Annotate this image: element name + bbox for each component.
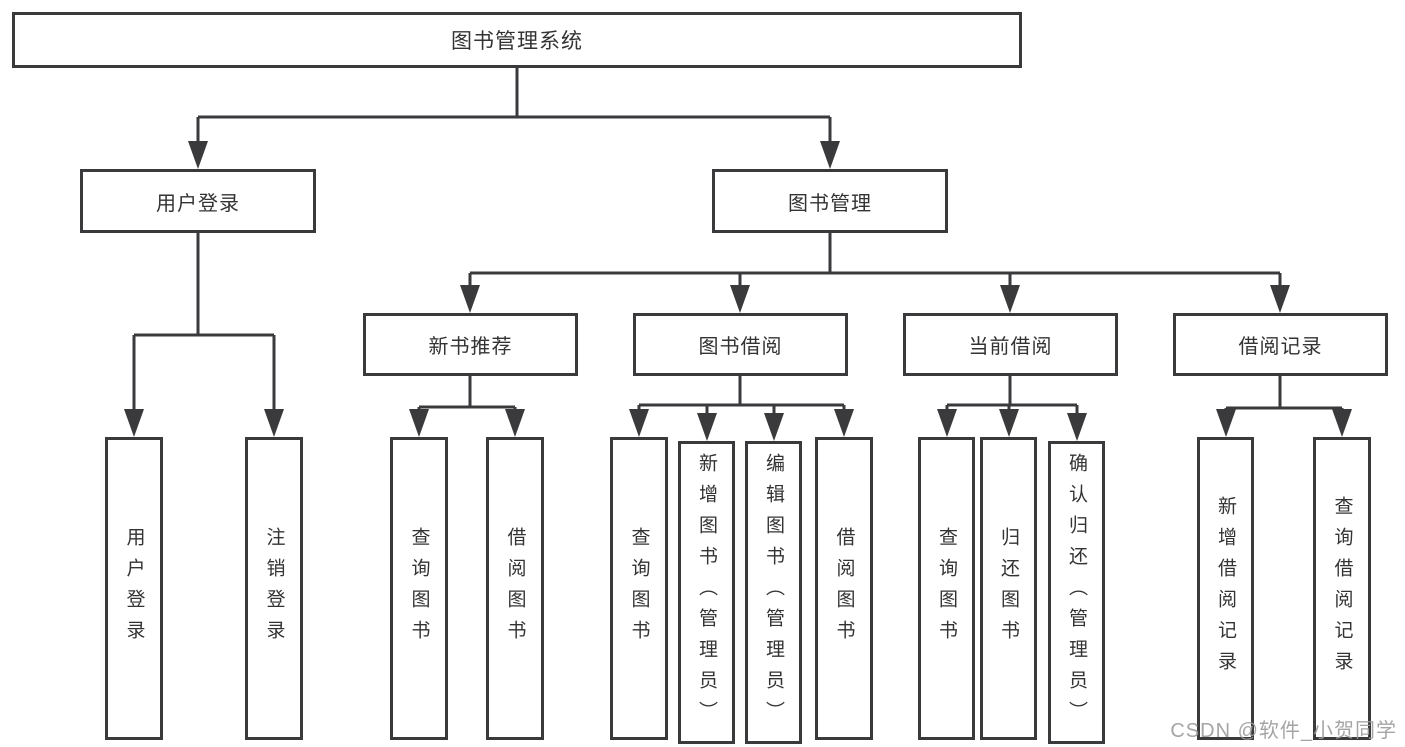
arrowhead-icon [697,413,717,441]
node-label: 确认归还（管理员） [1066,453,1087,732]
arrowhead-icon [1067,413,1087,441]
arrowhead-icon [730,285,750,313]
node-bb-borrow-books: 借阅图书 [815,437,873,740]
arrowhead-icon [764,413,784,441]
arrowhead-icon [1332,409,1352,437]
node-nb-borrow-books: 借阅图书 [486,437,544,740]
node-root: 图书管理系统 [12,12,1022,68]
arrowhead-icon [505,409,525,437]
node-label: 查询图书 [628,526,650,651]
node-book-mgmt: 图书管理 [712,169,948,233]
node-br-add-record: 新增借阅记录 [1197,437,1254,740]
arrowhead-icon [460,285,480,313]
arrowhead-icon [1216,409,1236,437]
node-bb-edit-books: 编辑图书（管理员） [745,441,802,744]
arrowhead-icon [820,141,840,169]
arrowhead-icon [1000,285,1020,313]
node-new-book-rec: 新书推荐 [363,313,578,376]
node-nb-query-books: 查询图书 [390,437,448,740]
arrowhead-icon [629,409,649,437]
node-label: 用户登录 [156,192,240,215]
node-cb-query-books: 查询图书 [918,437,975,740]
node-label: 借阅记录 [1238,336,1323,358]
node-book-borrow: 图书借阅 [633,313,848,376]
arrowhead-icon [188,141,208,169]
node-label: 查询图书 [936,526,957,651]
node-label: 新书推荐 [428,336,513,358]
node-logout-action: 注销登录 [245,437,303,740]
node-borrow-records: 借阅记录 [1173,313,1388,376]
watermark-text: CSDN @软件_小贺同学 [1170,720,1397,742]
node-label: 借阅图书 [833,526,855,651]
node-current-borrow: 当前借阅 [903,313,1118,376]
node-cb-confirm-return: 确认归还（管理员） [1048,441,1105,744]
arrowhead-icon [264,409,284,437]
node-bb-add-books: 新增图书（管理员） [678,441,735,744]
node-user-login: 用户登录 [80,169,316,233]
node-bb-query-books: 查询图书 [610,437,668,740]
node-label: 用户登录 [123,526,145,651]
arrowhead-icon [834,409,854,437]
arrowhead-icon [999,409,1019,437]
node-label: 图书管理 [788,192,872,215]
node-user-login-action: 用户登录 [105,437,163,740]
arrowhead-icon [1270,285,1290,313]
node-cb-return-books: 归还图书 [980,437,1037,740]
node-label: 新增借阅记录 [1215,495,1236,682]
node-label: 新增图书（管理员） [696,453,717,732]
arrowhead-icon [409,409,429,437]
node-label: 查询借阅记录 [1331,495,1353,682]
arrowhead-icon [124,409,144,437]
node-br-query-record: 查询借阅记录 [1313,437,1371,740]
node-label: 借阅图书 [504,526,526,651]
node-label: 图书管理系统 [451,30,583,53]
node-label: 归还图书 [998,526,1019,651]
arrowhead-icon [937,409,957,437]
node-label: 注销登录 [263,526,285,651]
node-label: 编辑图书（管理员） [763,453,784,732]
node-label: 查询图书 [408,526,430,651]
node-label: 图书借阅 [698,336,783,358]
node-label: 当前借阅 [968,336,1053,358]
